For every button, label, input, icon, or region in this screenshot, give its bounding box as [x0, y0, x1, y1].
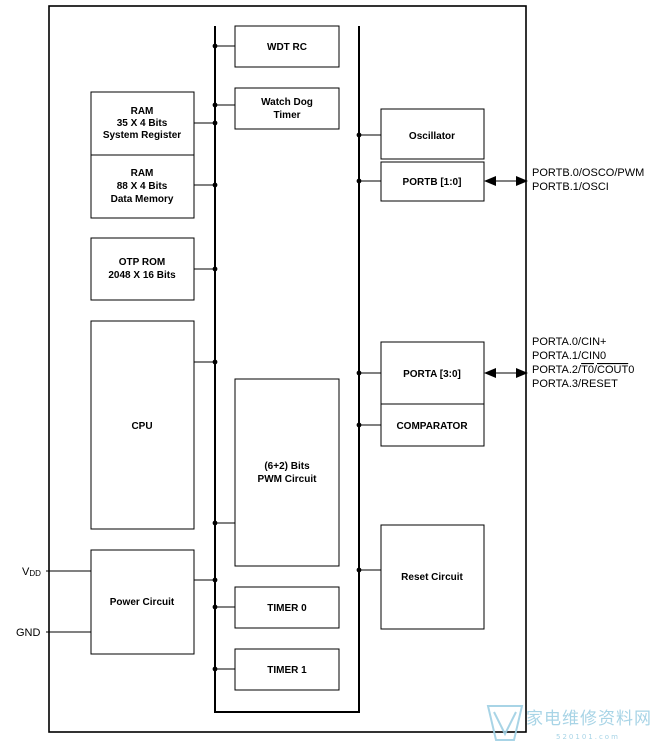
reset-circuit-block: Reset Circuit [380, 524, 485, 630]
portb0-pin: PORTB.0/OSCO/PWM [532, 167, 644, 179]
power-circuit-block: Power Circuit [90, 549, 195, 655]
left-bus-connections [194, 43, 235, 672]
otp-rom-line-1: OTP ROM [119, 257, 165, 268]
watchdog-timer-block: Watch Dog Timer [234, 87, 340, 130]
cpu-label: CPU [131, 421, 152, 432]
internal-bus [214, 26, 360, 713]
porta1-pin: PORTA.1/CIN0 [532, 350, 606, 362]
porta-bidirectional-arrow [484, 368, 528, 378]
porta-pin-labels: PORTA.0/CIN+ PORTA.1/CIN0 PORTA.2/T0/COU… [532, 336, 634, 390]
portb-pin-labels: PORTB.0/OSCO/PWM PORTB.1/OSCI [532, 167, 644, 193]
svg-text:VDD: VDD [22, 566, 41, 578]
porta-label: PORTA [3:0] [403, 369, 461, 380]
portb1-pin: PORTB.1/OSCI [532, 181, 609, 193]
porta0-pin: PORTA.0/CIN+ [532, 336, 606, 348]
gnd-pin-label: GND [16, 627, 41, 639]
vdd-main: V [22, 566, 30, 578]
ram-data-line-1: RAM [131, 168, 154, 179]
watchdog-line-2: Timer [273, 110, 300, 121]
ram-data-line-2: 88 X 4 Bits [117, 181, 168, 192]
portb-label: PORTB [1:0] [403, 177, 462, 188]
vdd-subscript: DD [29, 569, 41, 578]
pwm-line-2: PWM Circuit [258, 474, 318, 485]
portb-bidirectional-arrow [484, 176, 528, 186]
porta2-t0: T0 [581, 364, 594, 376]
timer1-label: TIMER 1 [267, 665, 307, 676]
otp-rom-line-2: 2048 X 16 Bits [108, 270, 176, 281]
ram-system-line-1: RAM [131, 106, 154, 117]
reset-circuit-label: Reset Circuit [401, 572, 463, 583]
pwm-circuit-block: (6+2) Bits PWM Circuit [234, 378, 340, 567]
watermark-url: 520101.com [556, 733, 620, 741]
comparator-block: COMPARATOR [380, 403, 485, 447]
vdd-pin-label: VDD [22, 566, 41, 578]
cpu-block: CPU [90, 320, 195, 530]
watchdog-line-1: Watch Dog [261, 97, 313, 108]
ram-data-memory-block: RAM 88 X 4 Bits Data Memory [90, 154, 195, 219]
comparator-label: COMPARATOR [396, 421, 468, 432]
porta3-pin: PORTA.3/RESET [532, 378, 618, 390]
porta2-slash: / [594, 364, 598, 376]
timer0-label: TIMER 0 [267, 603, 307, 614]
watermark-text: 家电维修资料网 [526, 709, 652, 729]
porta2-cout: COUT [597, 364, 628, 376]
timer0-block: TIMER 0 [234, 586, 340, 629]
watermark: 家电维修资料网 520101.com [486, 705, 652, 741]
oscillator-label: Oscillator [409, 131, 455, 142]
power-circuit-label: Power Circuit [110, 597, 175, 608]
porta2-suffix: 0 [628, 364, 634, 376]
wdt-rc-block: WDT RC [234, 25, 340, 68]
timer1-block: TIMER 1 [234, 648, 340, 691]
pwm-line-1: (6+2) Bits [264, 461, 310, 472]
supply-lines [46, 570, 91, 633]
ram-system-line-2: 35 X 4 Bits [117, 118, 168, 129]
porta2-pin: PORTA.2/T0/COUT0 [532, 364, 634, 376]
right-bus-connections [356, 132, 381, 573]
porta-block: PORTA [3:0] [380, 341, 485, 405]
ram-system-register-block: RAM 35 X 4 Bits System Register [90, 91, 195, 156]
ram-data-line-3: Data Memory [111, 194, 174, 205]
wdt-rc-label: WDT RC [267, 42, 307, 53]
ram-system-line-3: System Register [103, 130, 181, 141]
portb-block: PORTB [1:0] [380, 161, 485, 202]
watermark-logo [486, 705, 524, 741]
otp-rom-block: OTP ROM 2048 X 16 Bits [90, 237, 195, 301]
porta2-prefix: PORTA.2/ [532, 364, 582, 376]
chip-boundary [48, 5, 527, 733]
oscillator-block: Oscillator [380, 108, 485, 160]
